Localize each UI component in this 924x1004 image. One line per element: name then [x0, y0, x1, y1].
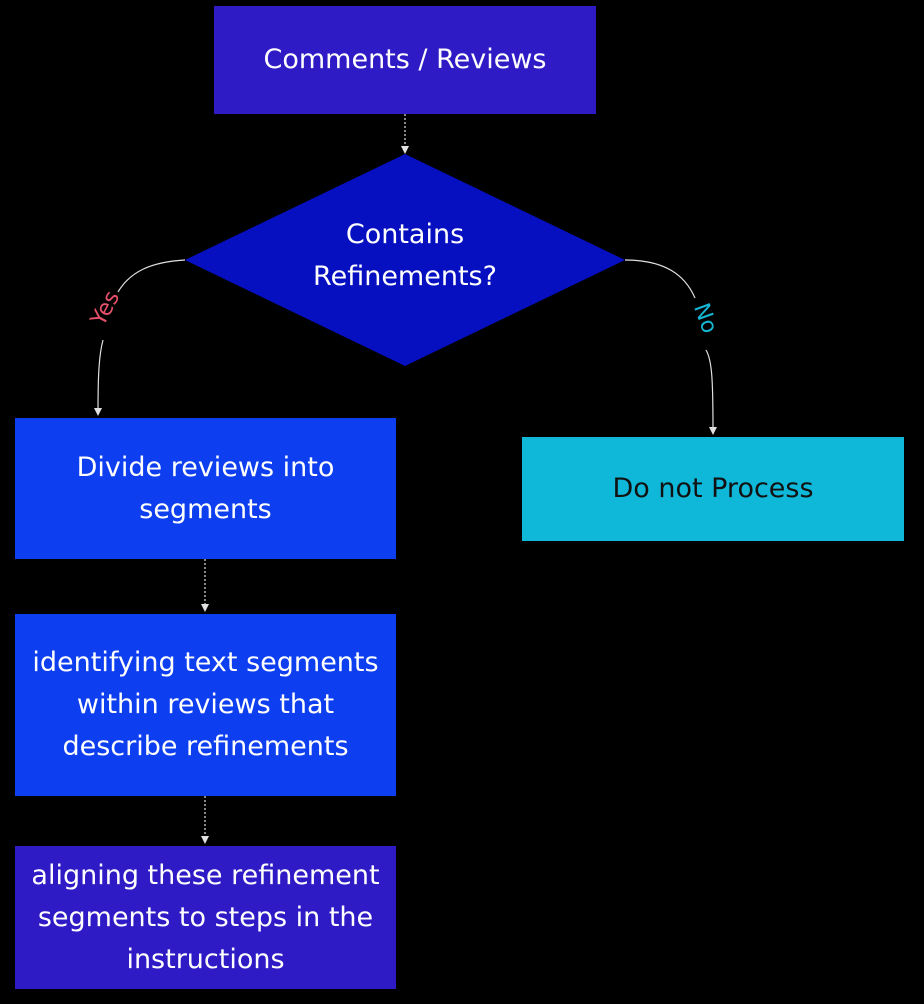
decision-diamond — [185, 154, 625, 366]
edge-no-lower — [705, 349, 717, 435]
edge-no — [624, 259, 696, 299]
do-not-process-label: Do not Process — [612, 473, 814, 504]
identify-node-label: identifying text segments within reviews… — [32, 647, 379, 762]
start-node-label: Comments / Reviews — [263, 44, 547, 75]
start-node: Comments / Reviews — [214, 6, 596, 114]
do-not-process-node: Do not Process — [522, 437, 904, 541]
divide-node: Divide reviews into segments — [15, 418, 396, 559]
divide-node-label: Divide reviews into segments — [76, 451, 335, 525]
align-node-label: aligning these refinement segments to st… — [31, 859, 380, 975]
decision-label-line1: Contains — [345, 219, 465, 250]
edge-yes-lower — [94, 339, 104, 416]
identify-node: identifying text segments within reviews… — [15, 614, 396, 796]
edge-yes — [117, 259, 186, 293]
decision-label: Contains Refinements? — [260, 214, 550, 298]
decision-label-line2: Refinements? — [313, 261, 497, 292]
align-node: aligning these refinement segments to st… — [15, 846, 396, 989]
